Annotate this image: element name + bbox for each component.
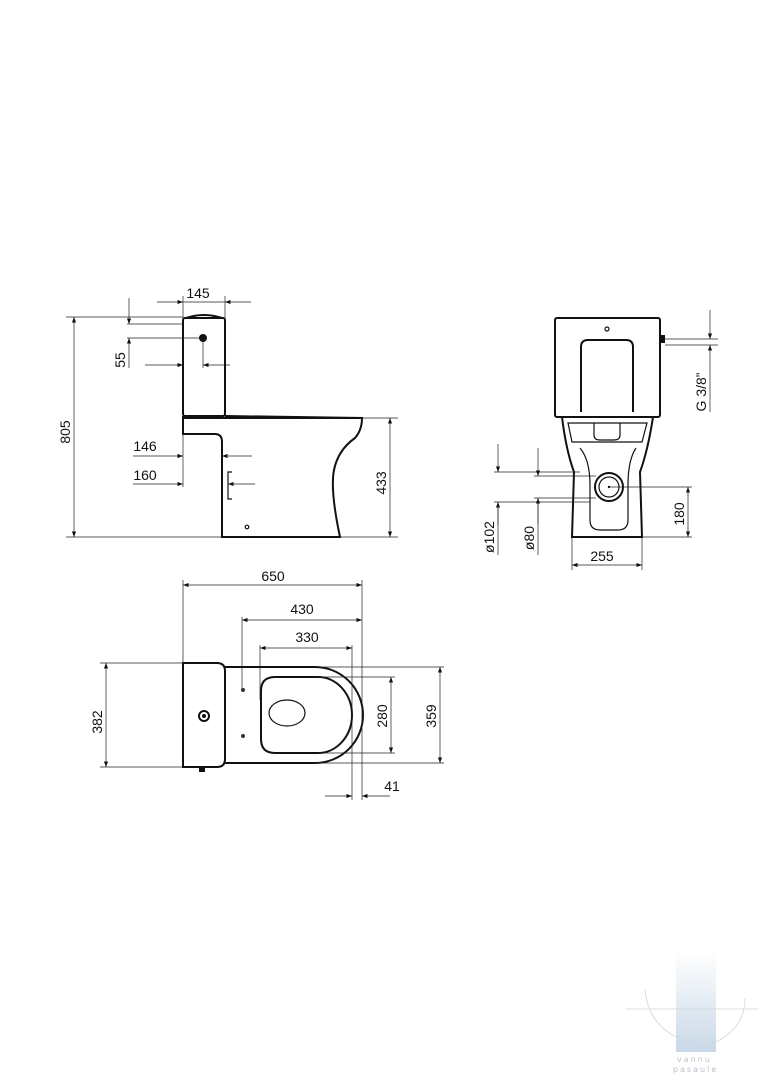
bowl-outline xyxy=(182,415,364,538)
vannu-pasaule-logo: vannu pasaule xyxy=(626,952,758,1074)
seat xyxy=(260,676,353,754)
dim-bowl-width: 359 xyxy=(423,704,439,728)
tank-front xyxy=(554,317,661,418)
logo-line2: pasaule xyxy=(673,1065,718,1074)
dim-160: 160 xyxy=(133,467,157,483)
dim-330: 330 xyxy=(295,629,319,645)
dim-seat-width: 280 xyxy=(374,704,390,728)
side-view: 805 145 55 146 160 433 xyxy=(57,285,398,538)
top-view: 650 430 330 382 280 359 41 xyxy=(89,568,444,800)
logo-line1: vannu xyxy=(677,1055,712,1064)
dim-seat-height: 433 xyxy=(373,471,389,495)
dim-430: 430 xyxy=(290,601,314,617)
tank-top xyxy=(182,662,226,768)
dim-tank-width: 382 xyxy=(89,710,105,734)
dim-outlet-height: 180 xyxy=(671,502,687,526)
dim-41: 41 xyxy=(384,778,400,794)
dim-outlet-inner: ø80 xyxy=(521,526,537,550)
bowl-top xyxy=(225,666,364,764)
dim-inlet: G 3/8” xyxy=(693,372,709,411)
dim-146: 146 xyxy=(133,438,157,454)
dim-overall-height: 805 xyxy=(57,420,73,444)
dim-button-height: 55 xyxy=(112,352,128,368)
dim-outlet-outer: ø102 xyxy=(481,521,497,553)
dim-tank-depth: 145 xyxy=(186,285,210,301)
dim-foot-width: 255 xyxy=(590,548,614,564)
tank-outline xyxy=(182,317,226,417)
dim-length: 650 xyxy=(261,568,285,584)
front-view: G 3/8” ø102 ø80 180 255 xyxy=(481,310,718,570)
